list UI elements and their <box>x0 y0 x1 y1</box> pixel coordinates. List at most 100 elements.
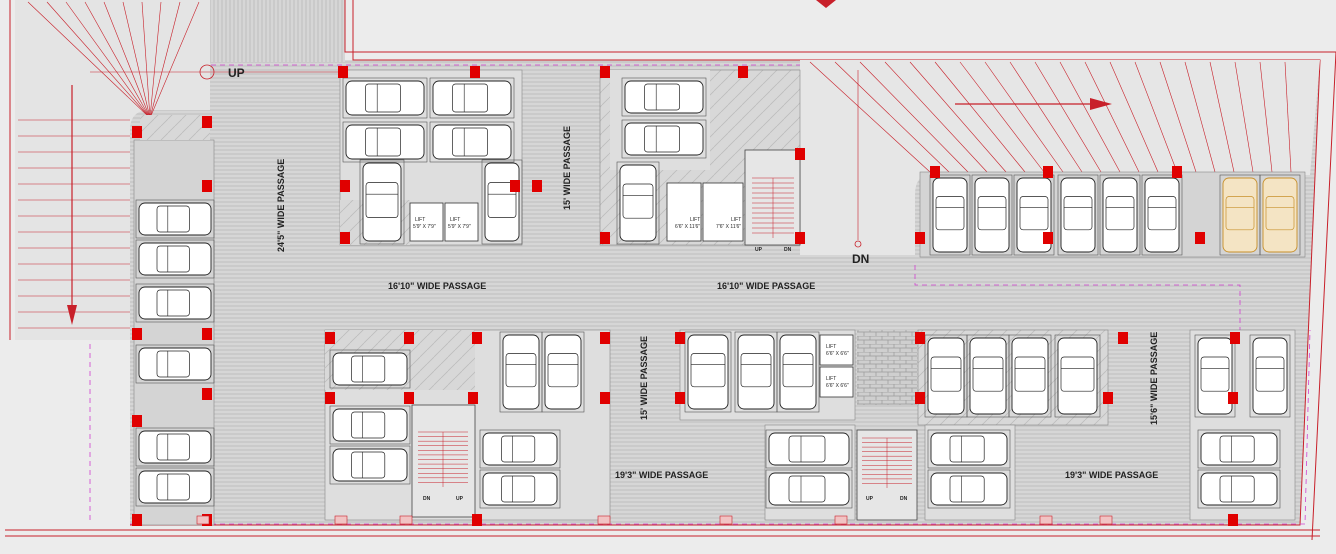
structural-columns <box>132 66 1240 526</box>
lift-3-size: 6'6" X 11'6" <box>675 224 700 230</box>
stair-lowl-up: UP <box>456 496 464 502</box>
passage-label-19ft-b: 19'3" WIDE PASSAGE <box>1065 470 1158 480</box>
parked-car <box>621 77 707 117</box>
column-marker <box>1043 232 1053 244</box>
parked-car <box>499 331 543 413</box>
parked-car <box>135 467 215 507</box>
column-marker <box>338 66 348 78</box>
parked-car <box>1219 174 1261 256</box>
outer-walls <box>5 0 1336 541</box>
lift-5: LIFT 6'6" X 6'6" <box>819 334 854 366</box>
stair-core-lower-right: UP DN <box>856 429 918 521</box>
lift-6-title: LIFT <box>826 376 836 382</box>
column-marker <box>915 332 925 344</box>
footing-marker <box>1099 515 1113 525</box>
column-marker <box>340 180 350 192</box>
parked-car <box>1054 334 1101 418</box>
north-marker <box>816 0 836 8</box>
column-marker <box>132 415 142 427</box>
parked-car <box>765 469 853 509</box>
stair-top-dn: DN <box>784 247 792 253</box>
column-marker <box>340 232 350 244</box>
parked-car <box>135 344 215 384</box>
parked-car <box>329 405 411 445</box>
footing-marker <box>834 515 848 525</box>
lift-2-size: 5'9" X 7'9" <box>448 224 471 230</box>
column-marker <box>404 392 414 404</box>
column-marker <box>600 66 610 78</box>
column-marker <box>472 514 482 526</box>
parked-car <box>135 199 215 239</box>
parked-car <box>924 334 968 418</box>
lift-4-title: LIFT <box>731 217 741 223</box>
stair-core-top: UP DN <box>744 149 801 253</box>
lift-2: LIFT 5'9" X 7'9" <box>444 202 479 242</box>
column-marker <box>468 392 478 404</box>
passage-label-15ft-top: 15' WIDE PASSAGE <box>562 126 572 210</box>
column-marker <box>930 166 940 178</box>
stair-core-lower-left: DN UP <box>411 404 476 518</box>
parked-car <box>479 469 561 509</box>
parked-car <box>342 121 428 163</box>
parked-car <box>1197 429 1281 469</box>
lift-2-title: LIFT <box>450 217 460 223</box>
stair-lowr-up: UP <box>866 496 874 502</box>
footing-marker <box>719 515 733 525</box>
column-marker <box>132 126 142 138</box>
parked-car <box>1194 334 1236 418</box>
passage-label-15ft6: 15'6" WIDE PASSAGE <box>1149 332 1159 425</box>
column-marker <box>795 232 805 244</box>
parked-car <box>776 331 820 413</box>
column-marker <box>325 332 335 344</box>
parked-car <box>1057 174 1099 256</box>
column-marker <box>1230 332 1240 344</box>
parked-car <box>966 334 1010 418</box>
down-marker: DN <box>852 70 869 266</box>
column-marker <box>915 392 925 404</box>
column-marker <box>202 328 212 340</box>
parked-cars <box>135 77 1301 509</box>
column-marker <box>202 388 212 400</box>
column-marker <box>1118 332 1128 344</box>
parked-car <box>135 427 215 467</box>
parked-car <box>429 121 515 163</box>
passage-label-16ft-a: 16'10" WIDE PASSAGE <box>388 281 486 291</box>
footing-marker <box>196 515 210 525</box>
ramp-left <box>15 0 210 340</box>
parked-car <box>1249 334 1291 418</box>
parked-car <box>135 283 215 323</box>
lift-1: LIFT 5'9" X 7'9" <box>409 202 444 242</box>
left-bay <box>133 115 215 526</box>
parked-car <box>1008 334 1052 418</box>
column-marker <box>470 66 480 78</box>
column-marker <box>325 392 335 404</box>
parked-car <box>481 159 523 245</box>
lift-5-title: LIFT <box>826 344 836 350</box>
column-marker <box>600 232 610 244</box>
parked-car <box>342 77 428 119</box>
up-marker: UP <box>90 64 345 80</box>
parked-car <box>359 159 405 245</box>
up-label: UP <box>228 66 245 80</box>
column-marker <box>1195 232 1205 244</box>
lift-5-size: 6'6" X 6'6" <box>826 351 849 357</box>
footing-marker <box>1039 515 1053 525</box>
stair-lowl-dn: DN <box>423 496 431 502</box>
column-marker <box>915 232 925 244</box>
column-marker <box>1103 392 1113 404</box>
parked-car <box>927 429 1011 469</box>
column-marker <box>600 332 610 344</box>
stair-top-up: UP <box>755 247 763 253</box>
column-marker <box>202 116 212 128</box>
lift-1-title: LIFT <box>415 217 425 223</box>
column-marker <box>600 392 610 404</box>
column-marker <box>202 180 212 192</box>
ramp-right <box>800 60 1320 255</box>
passage-label-15ft-mid: 15' WIDE PASSAGE <box>639 336 649 420</box>
lift-1-size: 5'9" X 7'9" <box>413 224 436 230</box>
footing-marker <box>597 515 611 525</box>
parked-car <box>734 331 778 413</box>
parked-car <box>616 161 660 245</box>
column-marker <box>795 148 805 160</box>
